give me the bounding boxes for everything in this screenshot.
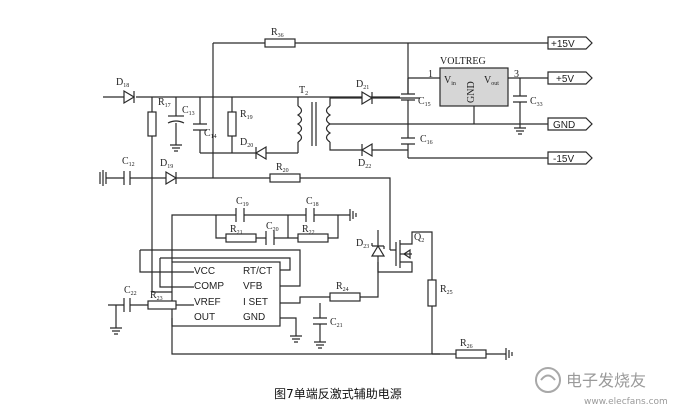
- svg-text:D19: D19: [160, 158, 173, 170]
- svg-text:OUT: OUT: [194, 312, 215, 323]
- svg-text:R23: R23: [150, 290, 163, 302]
- svg-text:GND: GND: [243, 312, 265, 323]
- svg-text:www.elecfans.com: www.elecfans.com: [584, 397, 668, 407]
- capacitor-c15: C15: [401, 78, 431, 124]
- svg-text:R19: R19: [240, 109, 253, 121]
- resistor-r26: R26: [432, 338, 513, 360]
- capacitor-c16: C16: [401, 124, 433, 158]
- svg-text:C12: C12: [122, 156, 135, 168]
- capacitor-c21: C21: [313, 317, 343, 329]
- capacitor-c13: C13: [167, 97, 195, 152]
- diode-d22: D22: [356, 142, 408, 170]
- transformer-t2: T2: [296, 85, 520, 153]
- output-tag-minus15: -15V: [547, 151, 593, 165]
- figure-caption: 图7单端反激式辅助电源: [274, 387, 402, 401]
- resistor-r21: R21: [225, 224, 257, 243]
- svg-text:GND: GND: [553, 120, 575, 131]
- resistor-r20: R20: [269, 162, 391, 250]
- svg-text:C21: C21: [330, 317, 343, 329]
- svg-text:C18: C18: [306, 196, 319, 208]
- output-tag-plus5: +5V: [547, 71, 593, 85]
- svg-text:Vin: Vin: [444, 75, 456, 87]
- svg-text:C19: C19: [236, 196, 249, 208]
- resistor-r24: R24: [329, 281, 361, 302]
- svg-text:Q2: Q2: [414, 232, 424, 244]
- svg-text:+15V: +15V: [551, 39, 575, 50]
- capacitor-c19: C19: [235, 196, 249, 222]
- svg-text:C33: C33: [530, 96, 543, 108]
- svg-text:R25: R25: [440, 284, 453, 296]
- mosfet-q2: Q2: [377, 231, 433, 280]
- capacitor-c14: C14: [193, 97, 217, 153]
- svg-text:COMP: COMP: [194, 281, 224, 292]
- capacitor-c22: C22: [108, 285, 148, 335]
- resistor-r36: R36: [264, 27, 296, 48]
- svg-text:R36: R36: [271, 27, 284, 39]
- resistor-r25: R25: [427, 279, 453, 354]
- svg-text:RT/CT: RT/CT: [243, 266, 272, 277]
- svg-text:C22: C22: [124, 285, 137, 297]
- resistor-r23: R23: [147, 290, 194, 310]
- output-tag-plus15: +15V: [547, 36, 593, 50]
- svg-text:I SET: I SET: [243, 297, 268, 308]
- svg-text:Vout: Vout: [484, 75, 499, 87]
- svg-text:R26: R26: [460, 338, 473, 350]
- capacitor-c20: C20: [265, 221, 279, 245]
- svg-text:R17: R17: [158, 97, 171, 109]
- diode-d21: D21: [356, 79, 420, 106]
- svg-text:C16: C16: [420, 134, 433, 146]
- svg-text:3: 3: [514, 69, 519, 80]
- svg-text:-15V: -15V: [553, 154, 574, 165]
- capacitor-c18: C18: [305, 196, 319, 222]
- capacitor-c12: C12: [99, 156, 162, 186]
- svg-text:VFB: VFB: [243, 281, 263, 292]
- svg-text:+5V: +5V: [556, 74, 574, 85]
- svg-text:C13: C13: [182, 105, 195, 117]
- resistor-r22: R22: [297, 224, 329, 243]
- capacitor-c33: C33: [513, 78, 543, 135]
- svg-text:T2: T2: [299, 85, 308, 97]
- svg-text:D23: D23: [356, 238, 369, 250]
- wire-feedback-frame: [171, 209, 357, 262]
- diode-d18: D18: [103, 77, 400, 105]
- svg-text:R20: R20: [276, 162, 289, 174]
- controller-ic: VCC COMP VREF OUT RT/CT VFB I SET GND: [171, 261, 281, 327]
- output-tag-gnd: GND: [547, 117, 593, 131]
- regulator-title: VOLTREG: [440, 56, 486, 67]
- svg-text:1: 1: [428, 69, 433, 80]
- resistor-r17: R17: [147, 97, 171, 292]
- resistor-r19: R19: [227, 97, 253, 153]
- wire-ic-connections: [139, 249, 440, 355]
- svg-text:GND: GND: [466, 81, 477, 103]
- svg-text:VCC: VCC: [194, 266, 215, 277]
- svg-text:D22: D22: [358, 158, 371, 170]
- diode-d20: D20: [240, 137, 298, 161]
- elecfans-watermark: 电子发烧友 www.elecfans.com: [535, 367, 668, 407]
- svg-text:D21: D21: [356, 79, 369, 91]
- diode-d19: D19: [160, 158, 270, 186]
- svg-text:C14: C14: [204, 128, 217, 140]
- svg-text:D18: D18: [116, 77, 129, 89]
- svg-text:C20: C20: [266, 221, 279, 233]
- svg-text:R22: R22: [302, 224, 315, 236]
- svg-text:R21: R21: [230, 224, 243, 236]
- svg-text:D20: D20: [240, 137, 253, 149]
- svg-text:R24: R24: [336, 281, 349, 293]
- voltage-regulator: VOLTREG 1 3 Vin Vout GND: [408, 56, 548, 124]
- zener-d23: D23: [356, 230, 386, 262]
- svg-text:VREF: VREF: [194, 297, 221, 308]
- svg-text:C15: C15: [418, 96, 431, 108]
- svg-text:电子发烧友: 电子发烧友: [566, 371, 646, 390]
